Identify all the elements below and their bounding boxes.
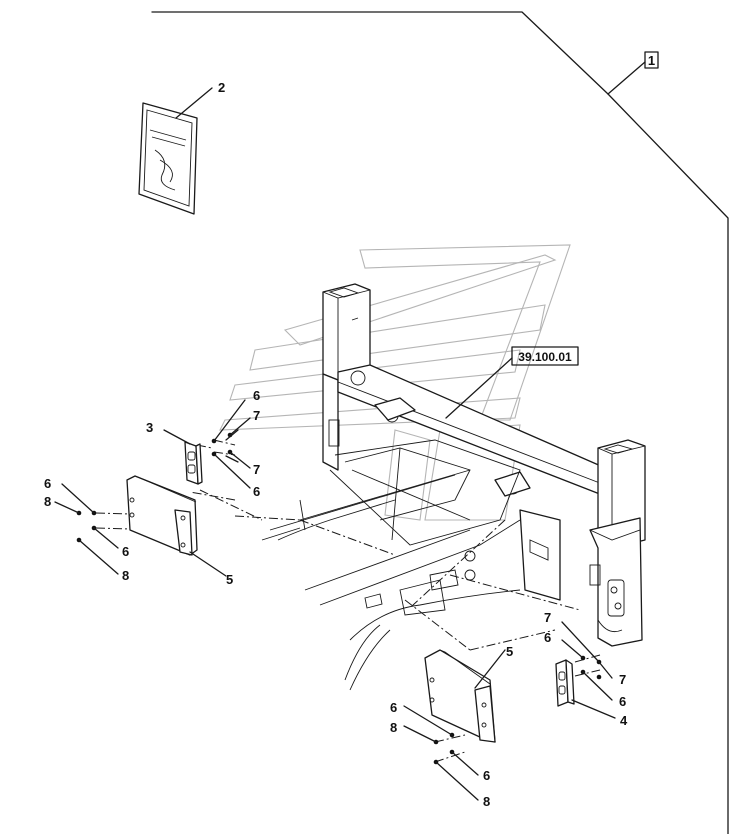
reference-label: 39.100.01: [518, 350, 572, 364]
callout-3: 3: [146, 420, 153, 435]
callout-4: 4: [620, 713, 628, 728]
center-lines: [95, 439, 601, 763]
assembly-bracket-line: [151, 11, 729, 834]
part-3-plate: [163, 429, 203, 485]
callout-6-c: 6: [44, 476, 51, 491]
main-frame: [261, 283, 646, 691]
callout-5-right: 5: [506, 644, 513, 659]
callout-7-b: 7: [253, 462, 260, 477]
callout-7-c: 7: [544, 610, 551, 625]
part-4-plate: [555, 659, 616, 719]
callout-6-g: 6: [390, 700, 397, 715]
callout-7-a: 7: [253, 408, 260, 423]
callout-7-d: 7: [619, 672, 626, 687]
callout-6-h: 6: [483, 768, 490, 783]
callout-6-d: 6: [122, 544, 129, 559]
part-5-bracket-left: [126, 475, 227, 577]
callout-6-e: 6: [544, 630, 551, 645]
callout-8-b: 8: [122, 568, 129, 583]
callout-6-f: 6: [619, 694, 626, 709]
callout-5-left: 5: [226, 572, 233, 587]
callout-labels: 2 3 4 5 5 6 6 6 6 6 6 6 6 7 7 7 7 8 8 8 …: [44, 80, 628, 809]
part-2-manual: [138, 87, 213, 215]
reference-callout: 39.100.01: [445, 346, 579, 419]
callout-6-b: 6: [253, 484, 260, 499]
part-5-bracket-right: [424, 649, 506, 743]
callout-8-d: 8: [483, 794, 490, 809]
callout-6-a: 6: [253, 388, 260, 403]
callout-8-a: 8: [44, 494, 51, 509]
callout-1: 1: [648, 53, 655, 68]
callout-8-c: 8: [390, 720, 397, 735]
fasteners: [54, 399, 613, 801]
callout-1-box: 1: [644, 51, 659, 69]
callout-2: 2: [218, 80, 225, 95]
